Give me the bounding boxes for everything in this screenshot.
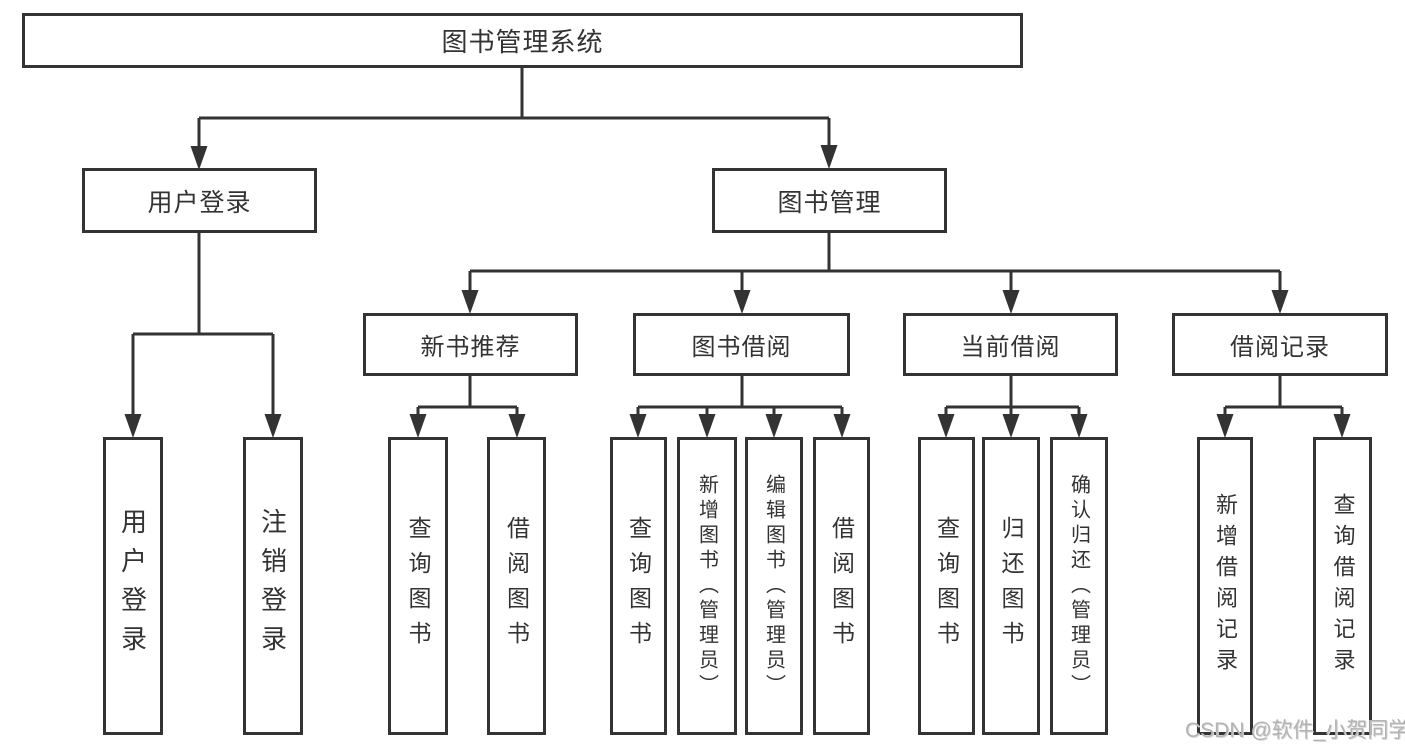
leaf-query-books-current: 查询图书: [918, 437, 975, 735]
leaf-return-books: 归还图书: [982, 437, 1040, 735]
node-user-login: 用户登录: [82, 168, 317, 233]
watermark: CSDN @软件_小贺同学: [1185, 719, 1405, 742]
node-book-borrowing-label: 图书借阅: [691, 334, 792, 361]
leaf-query-books-recommend: 查询图书: [388, 437, 448, 735]
connector-stubs: [131, 68, 1344, 420]
leaf-confirm-return-admin-label: 确认归还（管理员）: [1067, 473, 1090, 699]
node-current-borrowing: 当前借阅: [903, 313, 1118, 376]
arrowheads: [124, 145, 1351, 438]
leaf-return-books-label: 归还图书: [998, 516, 1024, 656]
leaf-user-login: 用户登录: [103, 437, 163, 735]
node-book-management-label: 图书管理: [777, 188, 882, 217]
node-book-management: 图书管理: [712, 168, 947, 233]
node-new-book-recommend: 新书推荐: [363, 313, 578, 376]
leaf-user-login-label: 用户登录: [117, 508, 148, 664]
leaf-query-books-borrow: 查询图书: [610, 437, 667, 735]
leaf-query-borrow-record: 查询借阅记录: [1313, 437, 1372, 735]
leaf-query-books-recommend-label: 查询图书: [405, 516, 431, 656]
leaf-query-books-borrow-label: 查询图书: [625, 516, 652, 656]
node-current-borrowing-label: 当前借阅: [960, 334, 1061, 361]
node-new-book-recommend-label: 新书推荐: [420, 334, 521, 361]
node-borrowing-records: 借阅记录: [1172, 313, 1388, 376]
leaf-borrow-books: 借阅图书: [813, 437, 870, 735]
leaf-borrow-books-recommend: 借阅图书: [487, 437, 546, 735]
node-user-login-label: 用户登录: [147, 188, 252, 217]
leaf-edit-books-admin-label: 编辑图书（管理员）: [762, 473, 785, 699]
leaf-add-books-admin-label: 新增图书（管理员）: [695, 473, 718, 699]
leaf-logout-label: 注销登录: [257, 508, 288, 664]
leaf-add-books-admin: 新增图书（管理员）: [677, 437, 737, 735]
leaf-edit-books-admin: 编辑图书（管理员）: [745, 437, 803, 735]
leaf-borrow-books-recommend-label: 借阅图书: [503, 516, 530, 656]
leaf-logout: 注销登录: [243, 437, 303, 735]
leaf-confirm-return-admin: 确认归还（管理员）: [1050, 437, 1108, 735]
leaf-query-books-current-label: 查询图书: [933, 516, 960, 656]
leaf-add-borrow-record-label: 新增借阅记录: [1213, 493, 1238, 679]
leaf-query-borrow-record-label: 查询借阅记录: [1330, 493, 1356, 679]
node-library-system-label: 图书管理系统: [441, 27, 604, 57]
node-book-borrowing: 图书借阅: [633, 313, 850, 376]
leaf-add-borrow-record: 新增借阅记录: [1197, 437, 1253, 735]
node-borrowing-records-label: 借阅记录: [1230, 334, 1330, 361]
leaf-borrow-books-label: 借阅图书: [828, 516, 855, 656]
node-library-system: 图书管理系统: [22, 13, 1023, 68]
